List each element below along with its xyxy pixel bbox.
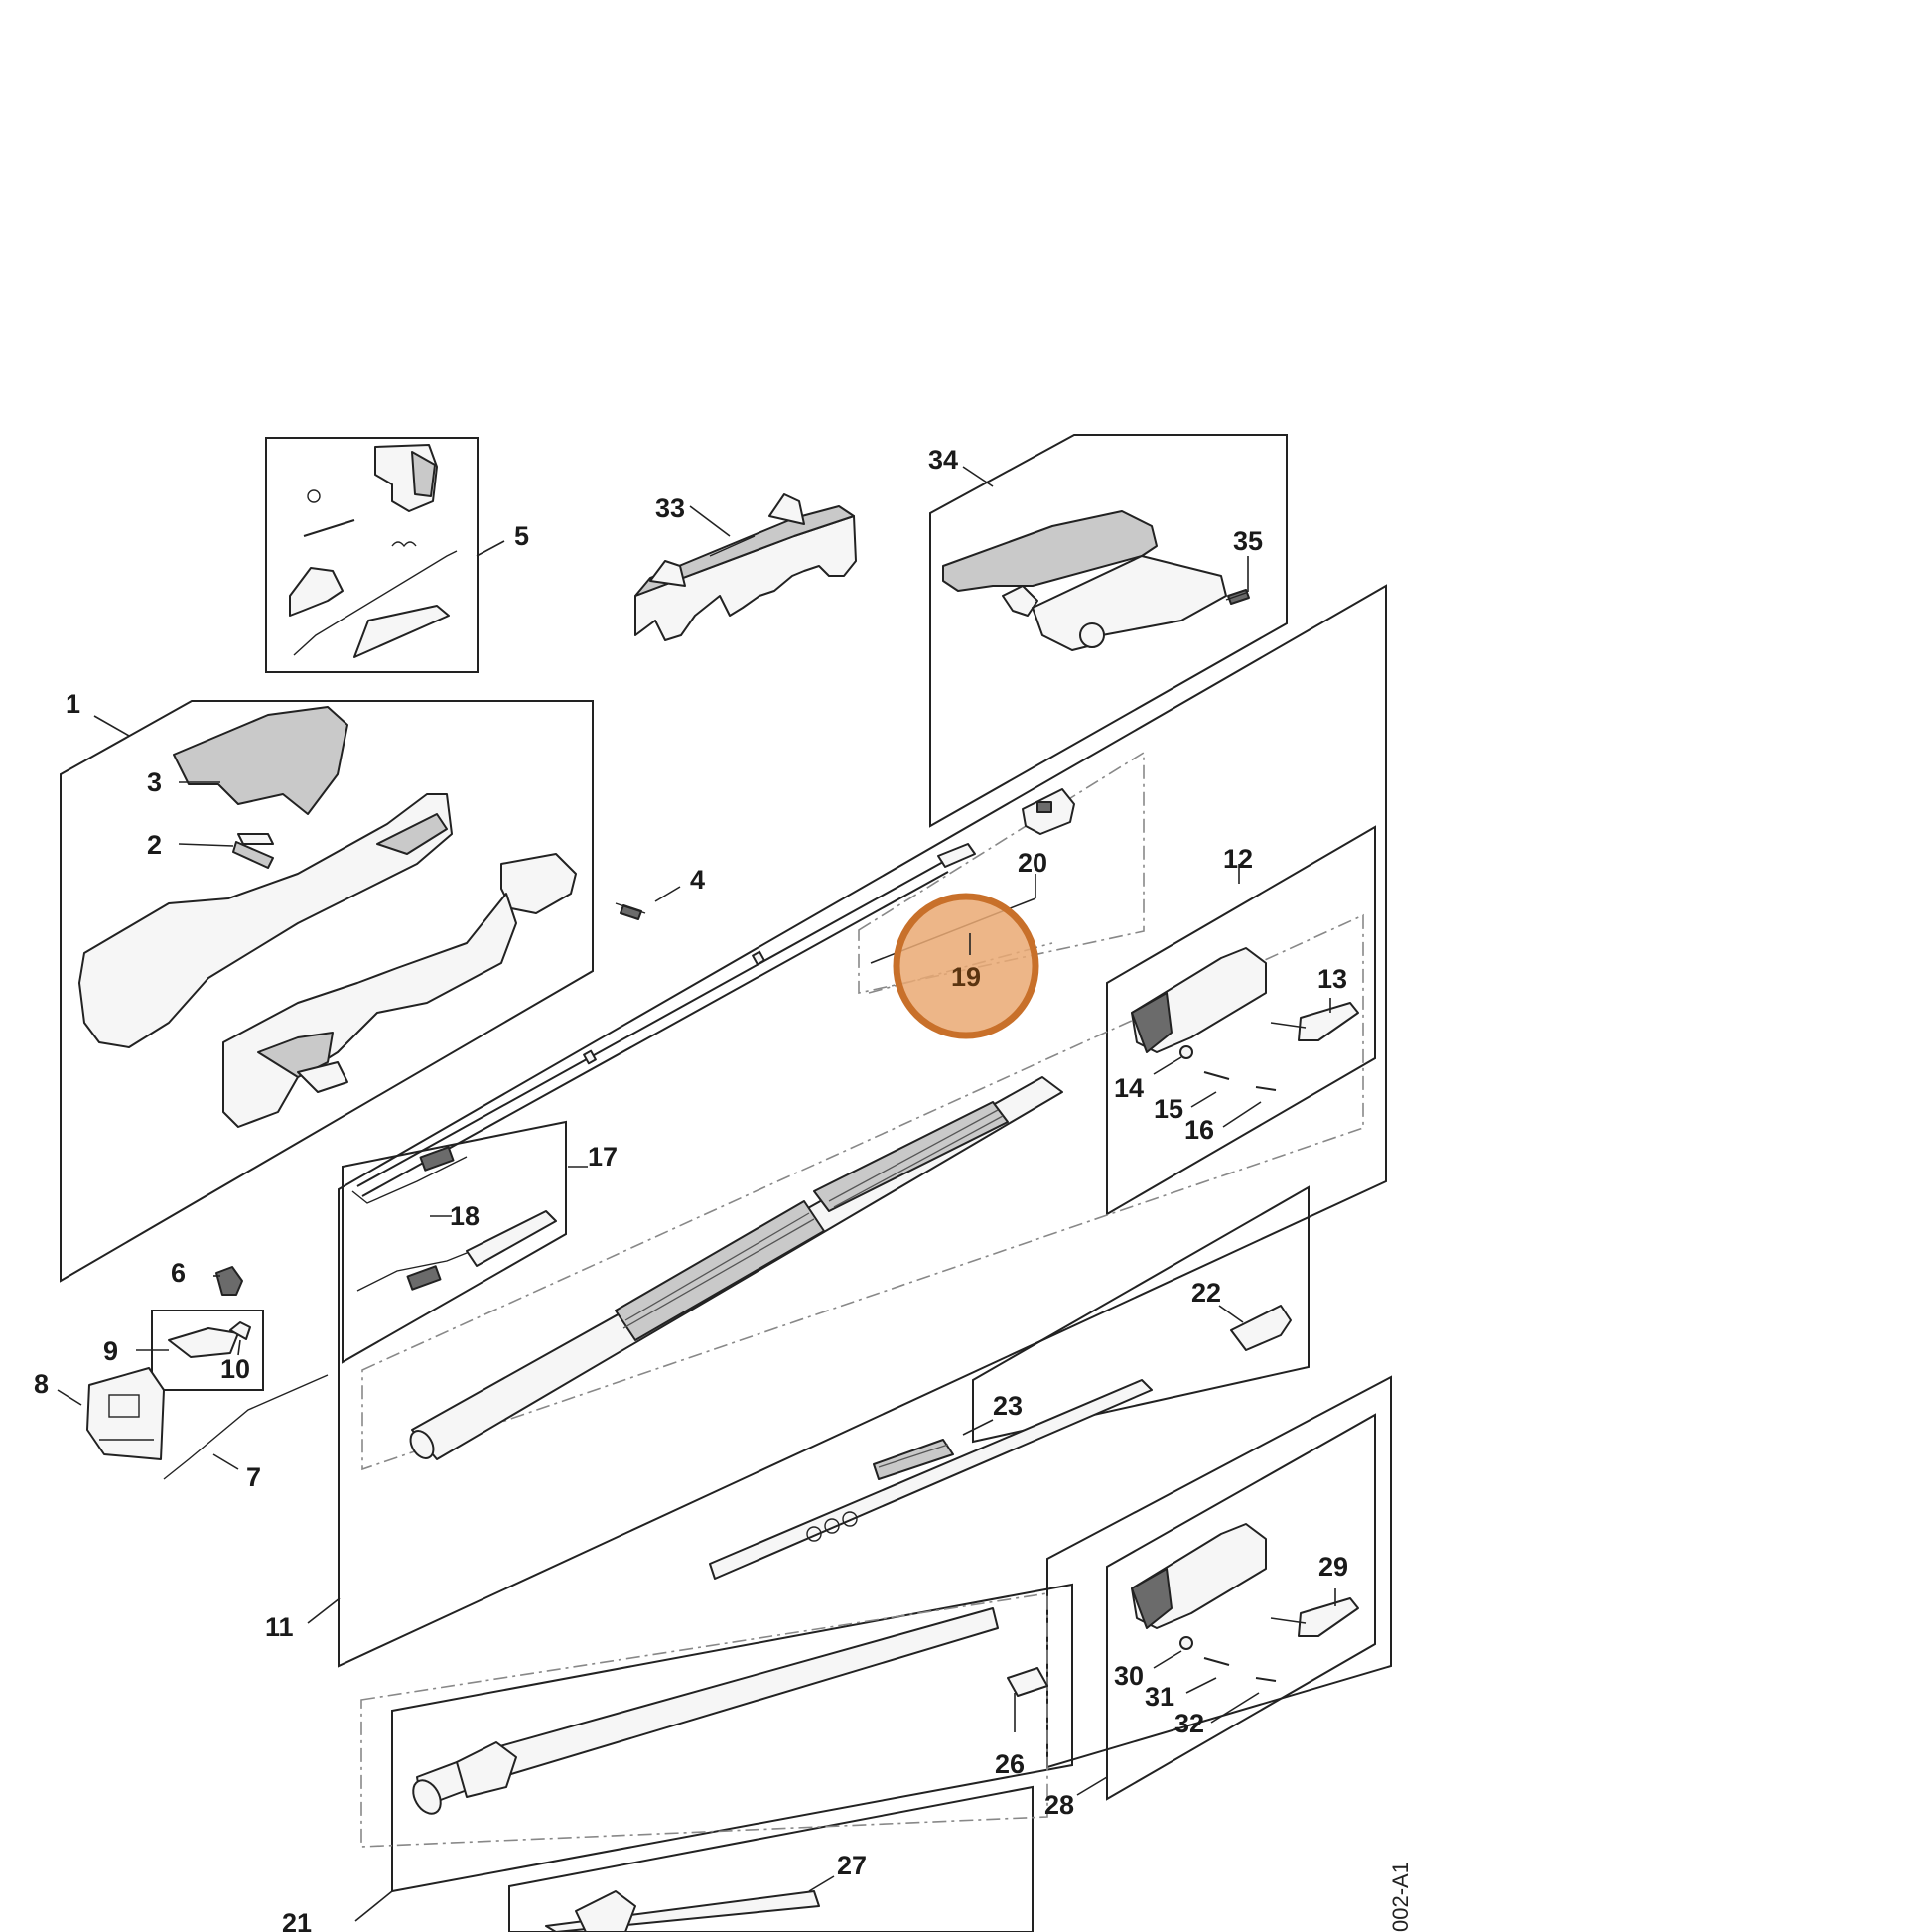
group-box-28 xyxy=(1106,1413,1376,1801)
callout-18: 18 xyxy=(450,1201,480,1231)
callout-19: 19 xyxy=(951,962,981,992)
callout-14: 14 xyxy=(1114,1073,1144,1103)
callout-21: 21 xyxy=(282,1908,312,1932)
callout-32: 32 xyxy=(1174,1709,1204,1738)
drawing-code: 002-A1 xyxy=(1388,1862,1413,1932)
harness-part-17 xyxy=(351,1146,557,1292)
group-box-11 xyxy=(338,584,1387,1668)
shaft-tube-part-11 xyxy=(409,1076,1063,1460)
tube-part-23 xyxy=(709,1379,1153,1580)
callout-26: 26 xyxy=(995,1749,1025,1779)
holder-part-33 xyxy=(634,493,857,641)
part-9-clip xyxy=(168,1327,239,1358)
callout-12: 12 xyxy=(1223,844,1253,874)
tube-part-21 xyxy=(412,1607,1048,1815)
tube-part-27 xyxy=(545,1890,820,1932)
callout-27: 27 xyxy=(837,1851,867,1880)
callout-8: 8 xyxy=(34,1369,49,1399)
part-7-wire xyxy=(163,1374,329,1480)
part-6-bracket xyxy=(215,1266,243,1296)
callout-17: 17 xyxy=(588,1142,618,1172)
callout-5: 5 xyxy=(514,521,529,551)
callout-28: 28 xyxy=(1044,1790,1074,1820)
callout-23: 23 xyxy=(993,1391,1023,1421)
lever-kit-part xyxy=(289,444,458,658)
part-2-clip xyxy=(232,841,274,869)
callout-35: 35 xyxy=(1233,526,1263,556)
callout-6: 6 xyxy=(171,1258,186,1288)
handle-part-34 xyxy=(942,510,1250,651)
part-8-board xyxy=(86,1367,165,1460)
callout-10: 10 xyxy=(220,1354,250,1384)
callout-31: 31 xyxy=(1145,1682,1174,1712)
callout-30: 30 xyxy=(1114,1661,1144,1691)
callout-16: 16 xyxy=(1184,1115,1214,1145)
group-box-9 xyxy=(151,1310,264,1391)
callout-9: 9 xyxy=(103,1336,118,1366)
group-box-1 xyxy=(60,700,594,1283)
cable-wire-part xyxy=(356,843,976,1197)
part-10-cap xyxy=(229,1321,251,1340)
dashed-frame-12 xyxy=(361,913,1364,1471)
callout-20: 20 xyxy=(1018,848,1047,878)
group-box-17 xyxy=(342,1120,567,1364)
highlight-marker-19[interactable] xyxy=(893,893,1039,1039)
callout-29: 29 xyxy=(1318,1552,1348,1582)
callout-13: 13 xyxy=(1317,964,1347,994)
callout-4: 4 xyxy=(690,865,705,895)
connector-part-20 xyxy=(1022,788,1075,835)
handle-part-12 xyxy=(1131,947,1359,1091)
group-box-34 xyxy=(929,434,1288,828)
group-box-5 xyxy=(265,437,479,673)
callout-22: 22 xyxy=(1191,1278,1221,1308)
dashed-frame-21 xyxy=(360,1592,1048,1848)
callout-2: 2 xyxy=(147,830,162,860)
screw-part-4 xyxy=(615,902,646,920)
callout-15: 15 xyxy=(1154,1094,1183,1124)
callout-1: 1 xyxy=(66,689,80,719)
part-22-bracket xyxy=(1230,1305,1292,1351)
group-box-21 xyxy=(391,1583,1073,1893)
group-box-12 xyxy=(1106,825,1376,1216)
callout-33: 33 xyxy=(655,493,685,523)
callout-34: 34 xyxy=(928,445,958,475)
callout-7: 7 xyxy=(246,1462,261,1492)
group-box-22 xyxy=(972,1185,1310,1444)
callout-3: 3 xyxy=(147,767,162,797)
housing-part-1 xyxy=(78,706,577,1128)
callout-11: 11 xyxy=(265,1612,294,1642)
handle-part-29 xyxy=(1131,1523,1359,1682)
group-box-27 xyxy=(508,1785,1034,1932)
